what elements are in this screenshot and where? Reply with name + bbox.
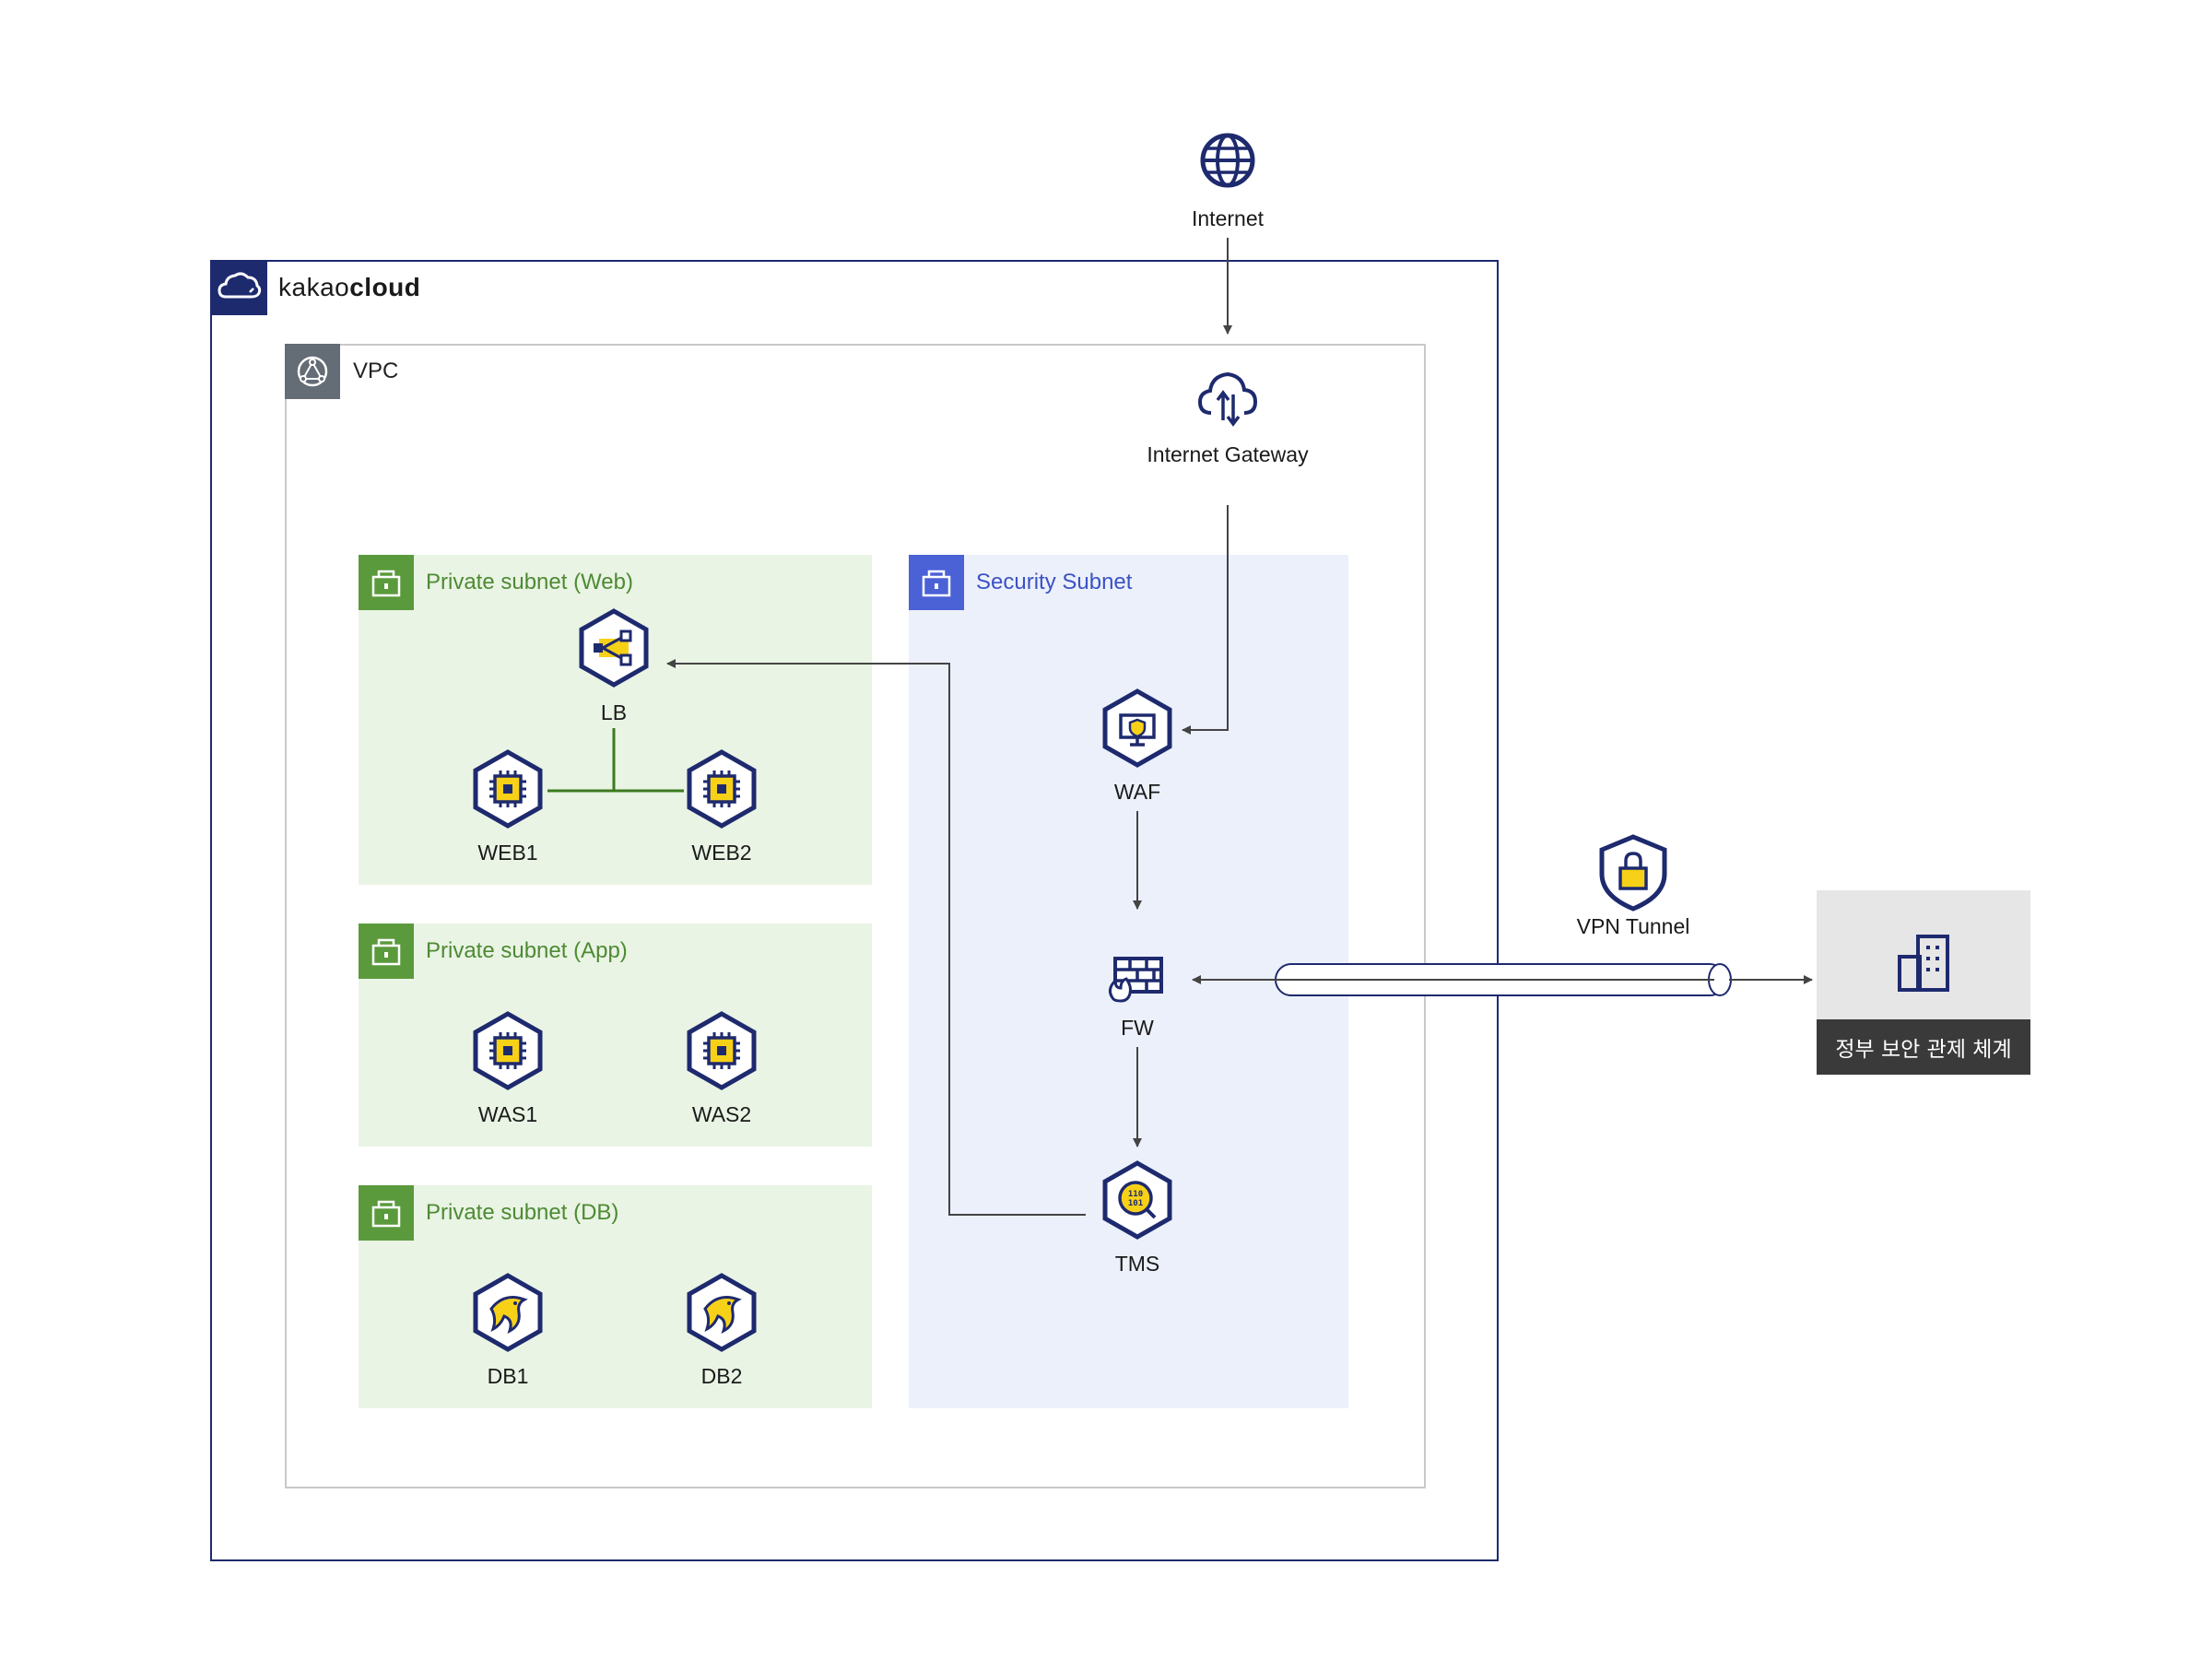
edge-igw-waf <box>1182 505 1229 735</box>
lb-label: LB <box>600 700 628 724</box>
igw-label: Internet Gateway <box>1147 442 1309 466</box>
dolphin-db-icon-db2 <box>687 1273 757 1352</box>
dolphin-db-icon-db1 <box>473 1273 543 1352</box>
globe-icon <box>1200 133 1255 188</box>
gov-security-label: 정부 보안 관제 체계 <box>1817 1019 2030 1075</box>
cpu-icon-was1 <box>473 1011 543 1090</box>
subnet-db: Private subnet (DB) <box>359 1185 872 1408</box>
cpu-icon-was2 <box>687 1011 757 1090</box>
vpc-boundary: VPC <box>285 344 1426 1488</box>
load-balancer-icon <box>579 608 649 688</box>
cloud-updown-icon <box>1197 371 1258 427</box>
vpc-title: VPC <box>353 359 399 383</box>
brand-light-text: kakao <box>278 273 350 301</box>
subnet-app: Private subnet (App) <box>359 924 872 1147</box>
web1-label: WEB1 <box>477 841 538 865</box>
lock-icon <box>371 570 401 597</box>
binary-search-icon: 110 101 <box>1102 1160 1172 1240</box>
subnet-web-title: Private subnet (Web) <box>426 570 633 594</box>
subnet-db-title: Private subnet (DB) <box>426 1200 619 1225</box>
kakaocloud-title: kakaocloud <box>278 273 420 302</box>
subnet-db-badge <box>359 1185 414 1241</box>
subnet-app-badge <box>359 924 414 979</box>
monitor-shield-icon <box>1102 688 1172 768</box>
waf-label: WAF <box>1113 780 1161 804</box>
subnet-security-badge <box>909 555 964 610</box>
lock-icon <box>371 938 401 966</box>
was1-label: WAS1 <box>477 1102 538 1126</box>
brand-bold-text: cloud <box>349 273 421 301</box>
kakaocloud-badge <box>210 260 267 315</box>
kakaocloud-boundary: kakaocloud <box>210 260 1499 1561</box>
subnet-web-badge <box>359 555 414 610</box>
shield-lock-icon <box>1599 834 1667 912</box>
vpn-label: VPN Tunnel <box>1576 914 1690 938</box>
cpu-icon-web2 <box>687 749 757 829</box>
cpu-icon-web1 <box>473 749 543 829</box>
internet-label: Internet <box>1192 206 1264 230</box>
svg-text:110: 110 <box>1128 1190 1143 1199</box>
cloud-logo-icon <box>218 272 262 299</box>
db2-label: DB2 <box>700 1364 743 1388</box>
vpc-badge <box>285 344 340 399</box>
subnet-security-title: Security Subnet <box>976 570 1133 594</box>
vpc-icon <box>297 356 328 387</box>
fw-label: FW <box>1121 1016 1154 1040</box>
building-icon <box>1898 935 1949 992</box>
tms-label: TMS <box>1114 1252 1160 1276</box>
firewall-icon <box>1109 957 1163 1003</box>
svg-text:101: 101 <box>1128 1199 1143 1208</box>
db1-label: DB1 <box>487 1364 529 1388</box>
lock-icon <box>371 1200 401 1228</box>
web2-label: WEB2 <box>691 841 752 865</box>
lock-icon <box>922 570 951 597</box>
gov-security-center: 정부 보안 관제 체계 <box>1817 890 2030 1075</box>
subnet-app-title: Private subnet (App) <box>426 938 628 963</box>
was2-label: WAS2 <box>691 1102 752 1126</box>
edge-tms-lb <box>666 659 1086 1216</box>
